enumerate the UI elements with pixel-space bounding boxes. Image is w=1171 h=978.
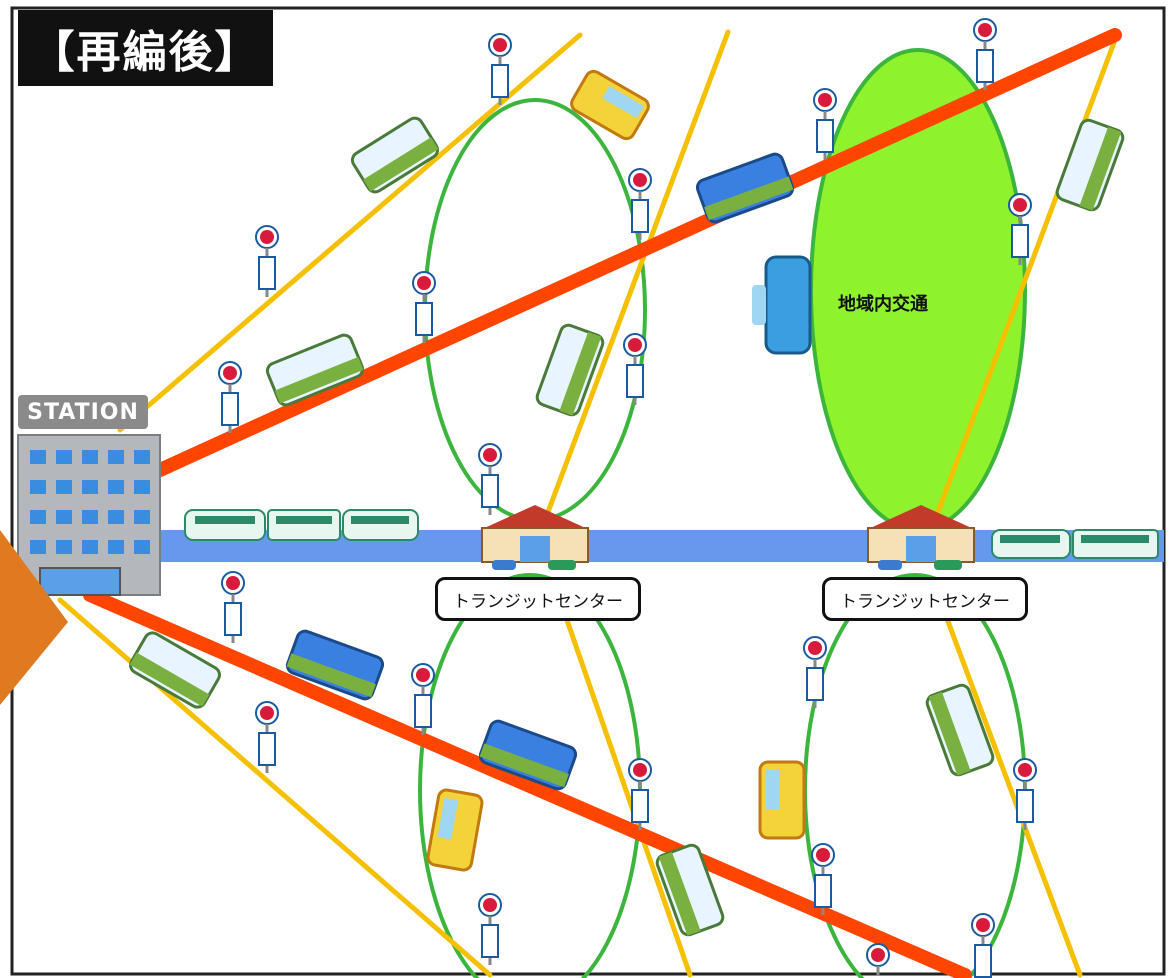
route-bus-icon <box>265 333 365 407</box>
bus-stops <box>218 18 1037 978</box>
bus-stop-icon <box>412 271 436 343</box>
diagram-title: 【再編後】 <box>18 10 273 86</box>
bus-stop-icon <box>1008 193 1032 265</box>
bus-stop-icon <box>255 701 279 773</box>
trunk-line-upper <box>153 28 1122 477</box>
transit-center-label-2: トランジットセンター <box>822 577 1028 621</box>
route-bus-icon <box>285 629 385 701</box>
bus-stop-icon <box>623 333 647 405</box>
community-bus-icon <box>758 760 806 840</box>
station-building <box>17 434 161 596</box>
taxi-icon <box>752 255 812 355</box>
route-bus-icon <box>925 683 995 777</box>
route-bus-icon <box>350 116 440 194</box>
transit-center-building-1 <box>480 505 590 570</box>
vehicles <box>129 69 1125 937</box>
community-transport-label: 地域内交通 <box>838 294 928 315</box>
bus-stop-icon <box>866 943 890 975</box>
route-bus-icon <box>655 843 725 937</box>
bus-stop-icon <box>218 361 242 433</box>
bus-stop-icon <box>478 893 502 965</box>
branch-line <box>542 29 731 523</box>
bus-stop-icon <box>973 18 997 90</box>
branch-line <box>117 32 583 433</box>
bus-stop-icon <box>221 571 245 643</box>
route-bus-icon <box>478 719 578 791</box>
bus-stop-icon <box>803 636 827 708</box>
bus-stop-icon <box>811 843 835 915</box>
branch-line <box>937 597 1083 978</box>
branch-line <box>57 597 493 978</box>
branch-line <box>557 597 693 978</box>
bus-stop-icon <box>1013 758 1037 830</box>
station-sign: STATION <box>18 395 148 429</box>
route-bus-icon <box>1055 118 1125 212</box>
route-bus-icon <box>129 631 221 709</box>
train-right <box>991 529 1159 559</box>
bus-stop-icon <box>255 225 279 297</box>
trunk-lines <box>83 28 1122 978</box>
bus-stop-icon <box>628 168 652 240</box>
transit-center-label-1: トランジットセンター <box>435 577 641 621</box>
bus-stop-icon <box>971 913 995 978</box>
train-left <box>184 509 419 541</box>
community-bus-icon <box>570 69 650 141</box>
route-bus-icon <box>535 323 605 417</box>
bus-stop-icon <box>478 443 502 515</box>
transit-center-building-2 <box>866 505 976 570</box>
community-bus-icon <box>426 788 484 872</box>
bus-stop-icon <box>488 33 512 105</box>
route-bus-icon <box>695 152 795 224</box>
loop-line-upper-left <box>423 98 647 522</box>
bus-stop-icon <box>411 663 435 735</box>
bus-stop-icon <box>628 758 652 830</box>
bus-stop-icon <box>813 88 837 160</box>
direction-arrow <box>0 530 68 705</box>
trunk-line-lower <box>83 588 972 978</box>
